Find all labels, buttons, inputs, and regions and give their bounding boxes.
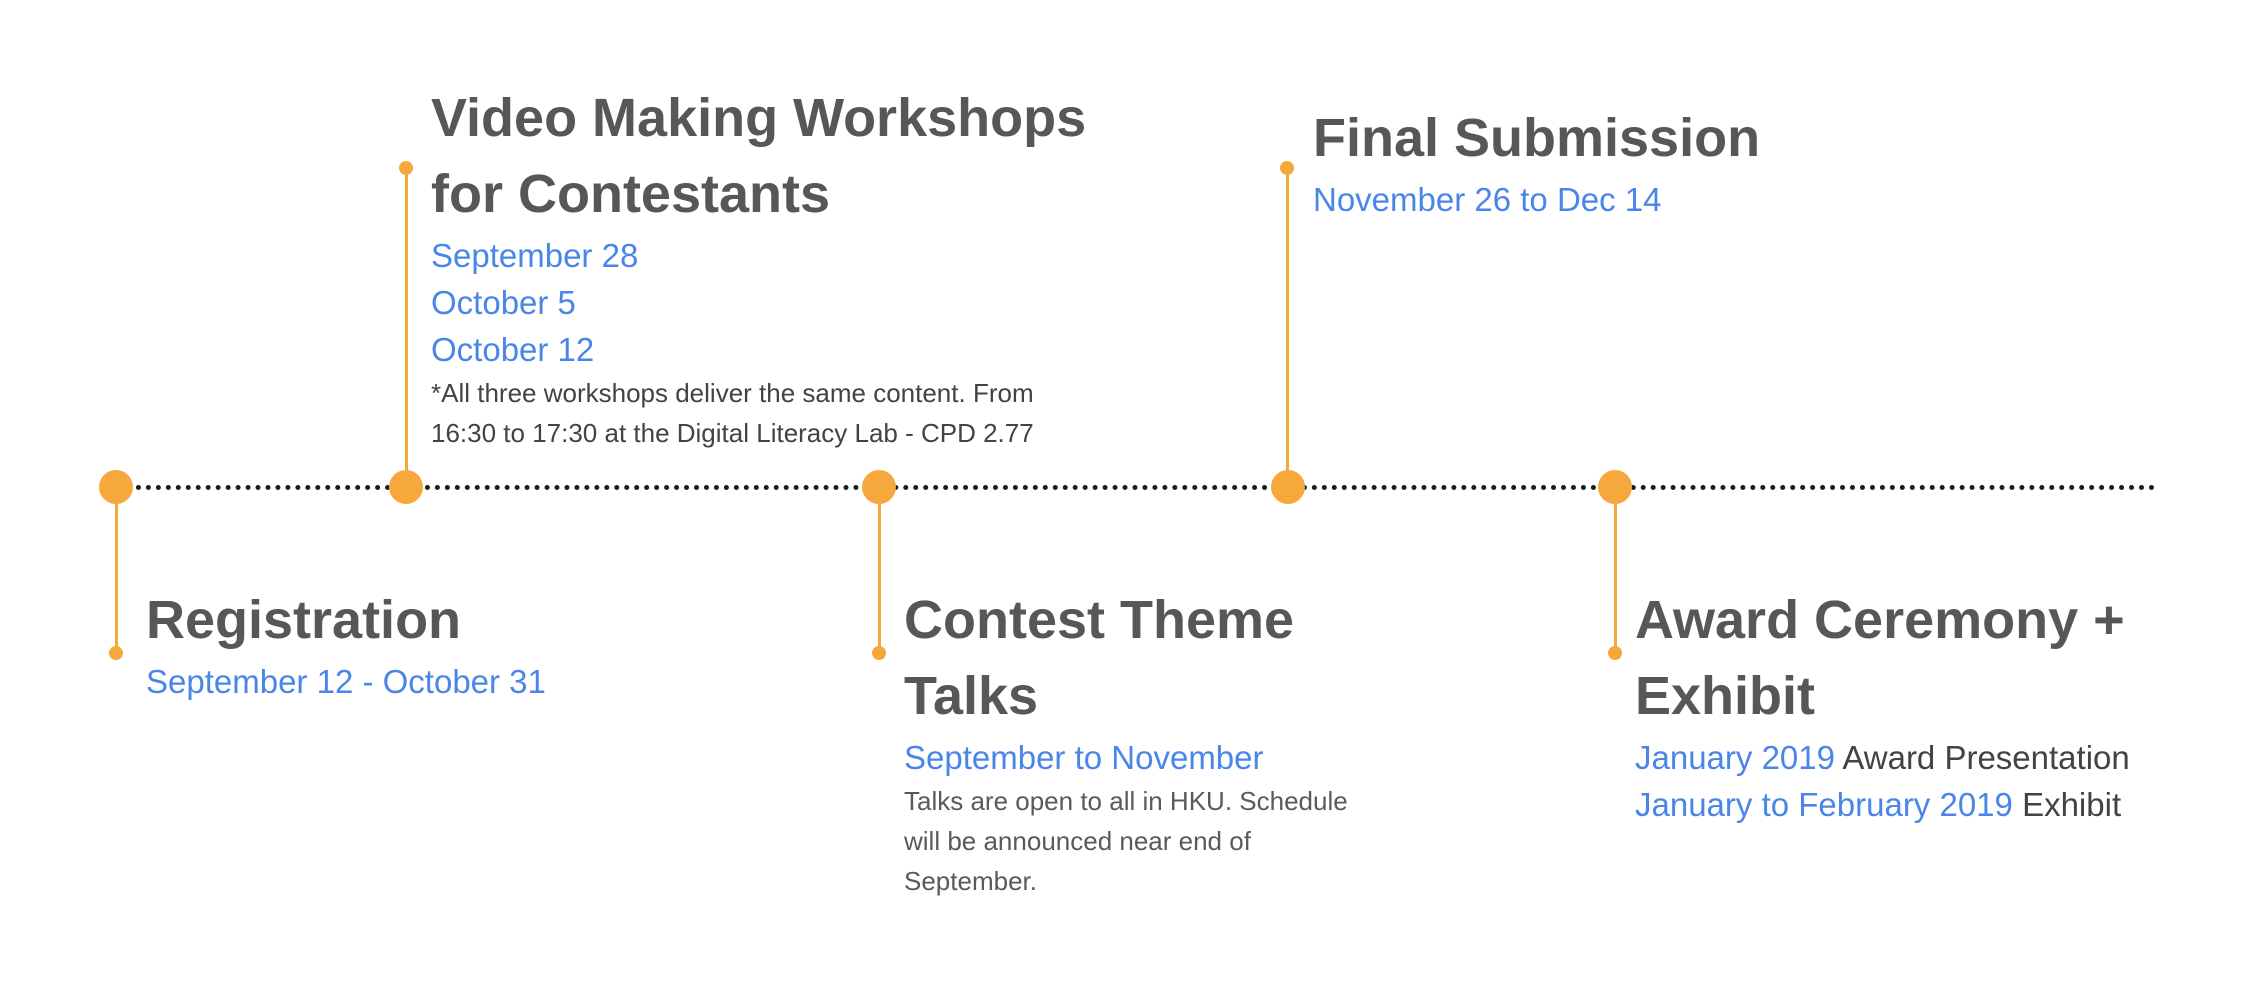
connector-workshops	[405, 170, 408, 487]
event-date: November 26 to Dec 14	[1313, 181, 1662, 218]
connector-submission	[1286, 170, 1289, 487]
event-note-line2: will be announced near end of	[904, 826, 1251, 856]
connector-pin-registration	[109, 646, 123, 660]
award-row-label: Award Presentation	[1842, 739, 2130, 776]
award-row: January to February 2019 Exhibit	[1635, 781, 2130, 828]
event-talks: Contest Theme Talks September to Novembe…	[904, 582, 1348, 901]
connector-pin-submission	[1280, 161, 1294, 175]
award-row-label: Exhibit	[2022, 786, 2122, 823]
event-title-line1: Video Making Workshops	[431, 88, 1087, 148]
event-note-line2: 16:30 to 17:30 at the Digital Literacy L…	[431, 418, 1034, 448]
event-date: October 5	[431, 284, 576, 321]
event-date: September 28	[431, 237, 639, 274]
connector-talks	[878, 487, 881, 652]
event-note-line3: September.	[904, 866, 1037, 896]
event-date: September to November	[904, 739, 1264, 776]
connector-registration	[115, 487, 118, 652]
event-title-line1: Award Ceremony +	[1635, 590, 2125, 650]
event-title-line2: Exhibit	[1635, 666, 1816, 726]
event-title: Registration	[146, 590, 462, 650]
event-submission: Final Submission November 26 to Dec 14	[1313, 100, 1760, 223]
event-award: Award Ceremony + Exhibit January 2019 Aw…	[1635, 582, 2130, 828]
event-title-line1: Contest Theme	[904, 590, 1295, 650]
event-title: Final Submission	[1313, 108, 1761, 168]
connector-pin-workshops	[399, 161, 413, 175]
award-row-date: January to February 2019	[1635, 786, 2023, 823]
event-registration: Registration September 12 - October 31	[146, 582, 546, 705]
timeline-axis	[116, 485, 2156, 490]
event-title-line2: Talks	[904, 666, 1039, 726]
event-date: October 12	[431, 331, 595, 368]
event-note-line1: Talks are open to all in HKU. Schedule	[904, 786, 1348, 816]
connector-award	[1614, 487, 1617, 652]
event-title-line2: for Contestants	[431, 164, 831, 224]
event-date: September 12 - October 31	[146, 663, 546, 700]
connector-pin-award	[1608, 646, 1622, 660]
event-workshops: Video Making Workshops for Contestants S…	[431, 80, 1086, 453]
event-note-line1: *All three workshops deliver the same co…	[431, 378, 1034, 408]
award-row: January 2019 Award Presentation	[1635, 734, 2130, 781]
connector-pin-talks	[872, 646, 886, 660]
award-row-date: January 2019	[1635, 739, 1843, 776]
